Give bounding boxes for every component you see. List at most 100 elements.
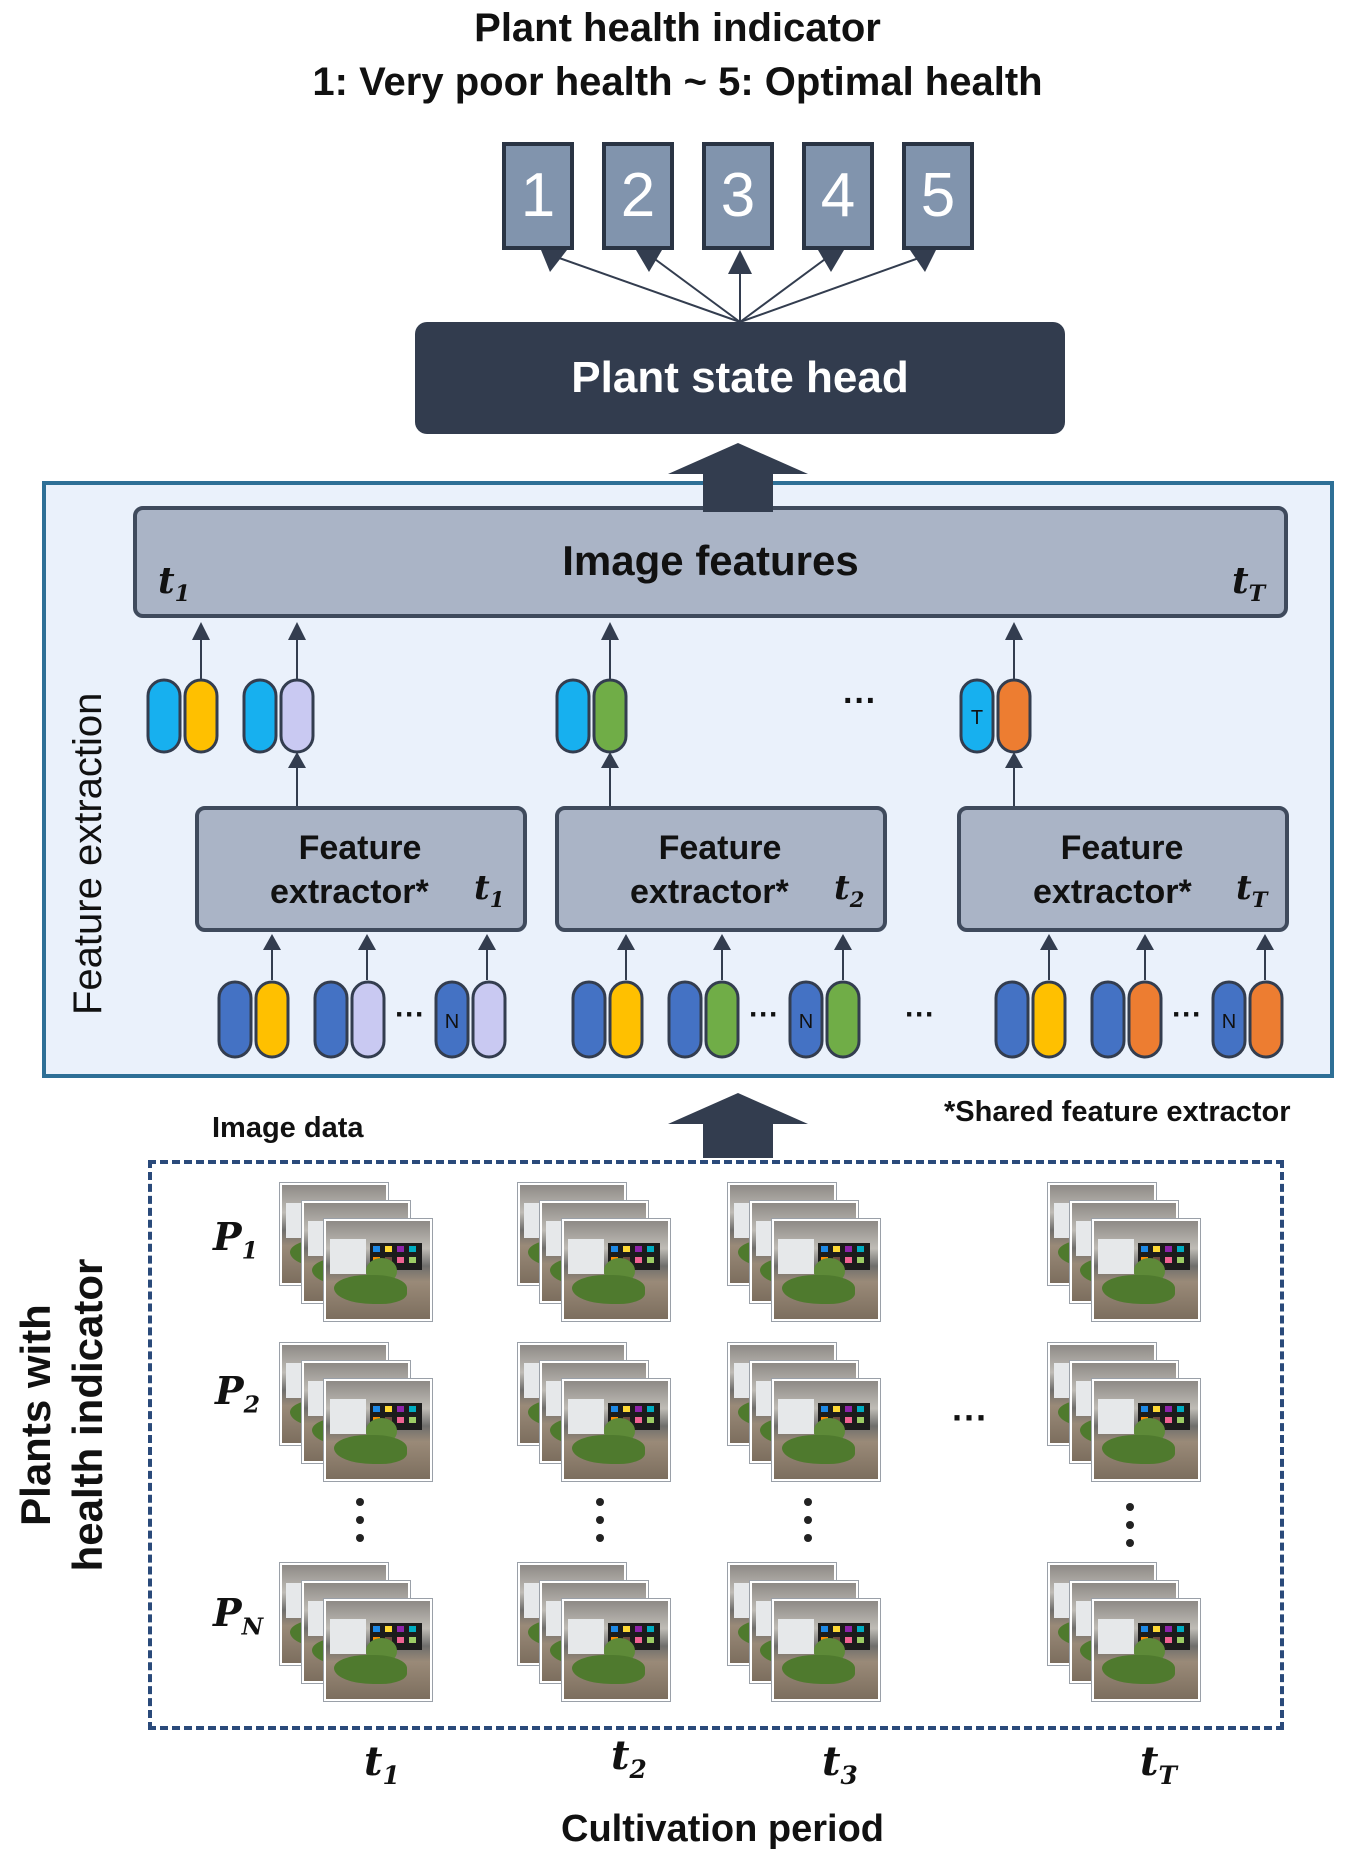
- arrow-to-class-1: [547, 253, 741, 323]
- feature-extractor-tT-time: tT: [1236, 868, 1268, 912]
- output-token-T: [959, 678, 995, 754]
- timepoint-label-3: t3: [822, 1738, 858, 1790]
- arrow-to-class-2: [647, 253, 741, 323]
- big-arrow-to-features: [668, 1093, 808, 1158]
- plant-photo-icon: [1092, 1379, 1200, 1481]
- feature-extractor-t2-line2: extractor*: [630, 873, 789, 911]
- output-token: [555, 678, 591, 754]
- plant-photo-icon: [772, 1379, 880, 1481]
- feature-extractor-t2-time: t2: [834, 868, 865, 912]
- plant-photo-icon: [1092, 1219, 1200, 1321]
- input-token: [217, 980, 253, 1059]
- input-token-N: [788, 980, 824, 1059]
- plant-photo-icon: [324, 1219, 432, 1321]
- timepoint-label-T: tT: [1140, 1738, 1177, 1790]
- feature-extractor-tT: [957, 806, 1289, 932]
- plant-photo-icon: [562, 1379, 670, 1481]
- big-arrow-to-head: [668, 443, 808, 512]
- diagram-title: Plant health indicator: [474, 6, 881, 50]
- plant-row-label-1: P1: [213, 1214, 258, 1265]
- arrow-up-icon: [910, 250, 936, 272]
- class-box-2: 2: [602, 142, 674, 250]
- output-token: [146, 678, 182, 754]
- plant-state-head: Plant state head: [415, 322, 1065, 434]
- plants-label-line1: Plants with: [12, 1304, 59, 1526]
- image-data-label: Image data: [212, 1112, 364, 1144]
- feature-extractor-t2: [555, 806, 887, 932]
- horizontal-ellipsis-icon: ···: [395, 998, 425, 1031]
- horizontal-ellipsis-icon: ···: [749, 998, 779, 1031]
- input-token: [667, 980, 703, 1059]
- plant-photo-icon: [562, 1599, 670, 1701]
- horizontal-ellipsis-icon: ···: [843, 682, 877, 720]
- plant-photo-icon: [772, 1599, 880, 1701]
- output-token: [279, 678, 315, 754]
- arrow-up-icon: [728, 250, 752, 274]
- plant-photo-icon: [1092, 1599, 1200, 1701]
- input-token: [313, 980, 349, 1059]
- shared-extractor-note: *Shared feature extractor: [944, 1096, 1291, 1128]
- arrow-to-class-5: [739, 253, 931, 323]
- arrow-up-icon: [636, 250, 662, 272]
- image-features-start-time: t1: [158, 560, 191, 608]
- input-token-N-marker: N: [445, 1011, 459, 1033]
- output-token: [592, 678, 628, 754]
- image-features-end-time: tT: [1232, 560, 1266, 608]
- extractor-output-heads: [288, 752, 1023, 768]
- horizontal-ellipsis-icon: ···: [952, 1397, 988, 1438]
- extractor-output-arrows: [296, 760, 1015, 806]
- plants-label: Plants with health indicator: [10, 1240, 114, 1590]
- output-token: [183, 678, 219, 754]
- feature-extractor-tT-line2: extractor*: [1033, 873, 1192, 911]
- input-tokens: [217, 980, 1284, 1059]
- input-token: [350, 980, 386, 1059]
- feature-extractor-t1-line1: Feature: [298, 829, 422, 867]
- input-token: [1127, 980, 1163, 1059]
- plants-label-line2: health indicator: [64, 1258, 111, 1572]
- plant-row-label-N: PN: [213, 1590, 264, 1641]
- class-box-1: 1: [502, 142, 574, 250]
- input-token: [254, 980, 290, 1059]
- input-token: [704, 980, 740, 1059]
- class-arrowheads: [541, 250, 936, 274]
- vertical-ellipsis-icon: [356, 1498, 1134, 1547]
- arrow-up-icon: [818, 250, 844, 272]
- plant-photo-icon: [772, 1219, 880, 1321]
- input-token: [1031, 980, 1067, 1059]
- output-token: [996, 678, 1032, 754]
- image-features-label: Image features: [562, 537, 859, 584]
- feature-extractor-tT-line1: Feature: [1060, 829, 1184, 867]
- timepoint-label-1: t1: [364, 1738, 400, 1790]
- input-token-N-marker: N: [799, 1011, 813, 1033]
- input-token-N: [1211, 980, 1247, 1059]
- arrow-to-class-4: [739, 253, 833, 323]
- horizontal-ellipsis-icon: ···: [905, 998, 935, 1031]
- input-token: [825, 980, 861, 1059]
- class-box-4: 4: [802, 142, 874, 250]
- plant-photo-icon: [324, 1379, 432, 1481]
- image-data-box: [148, 1160, 1284, 1730]
- input-token: [471, 980, 507, 1059]
- class-box-3: 3: [702, 142, 774, 250]
- timepoint-label-2: t2: [611, 1732, 647, 1784]
- token-to-features-heads: [192, 622, 1023, 640]
- output-token: [242, 678, 278, 754]
- input-token: [1090, 980, 1126, 1059]
- extractor-input-arrows: [271, 942, 1266, 980]
- feature-extractor-t1: [195, 806, 527, 932]
- diagram-subtitle: 1: Very poor health ~ 5: Optimal health: [312, 60, 1043, 104]
- feature-extractor-t1-line2: extractor*: [270, 873, 429, 911]
- feature-extractor-t1-time: t1: [474, 868, 505, 912]
- input-token: [1248, 980, 1284, 1059]
- class-box-5: 5: [902, 142, 974, 250]
- input-token-N: [434, 980, 470, 1059]
- output-token-T-marker: T: [971, 707, 983, 729]
- input-token: [608, 980, 644, 1059]
- plant-row-label-2: P2: [215, 1368, 260, 1419]
- arrow-up-icon: [541, 250, 567, 272]
- horizontal-ellipsis-icon: ···: [1172, 998, 1202, 1031]
- input-token: [994, 980, 1030, 1059]
- input-token-N-marker: N: [1222, 1011, 1236, 1033]
- cultivation-period-label: Cultivation period: [561, 1808, 884, 1850]
